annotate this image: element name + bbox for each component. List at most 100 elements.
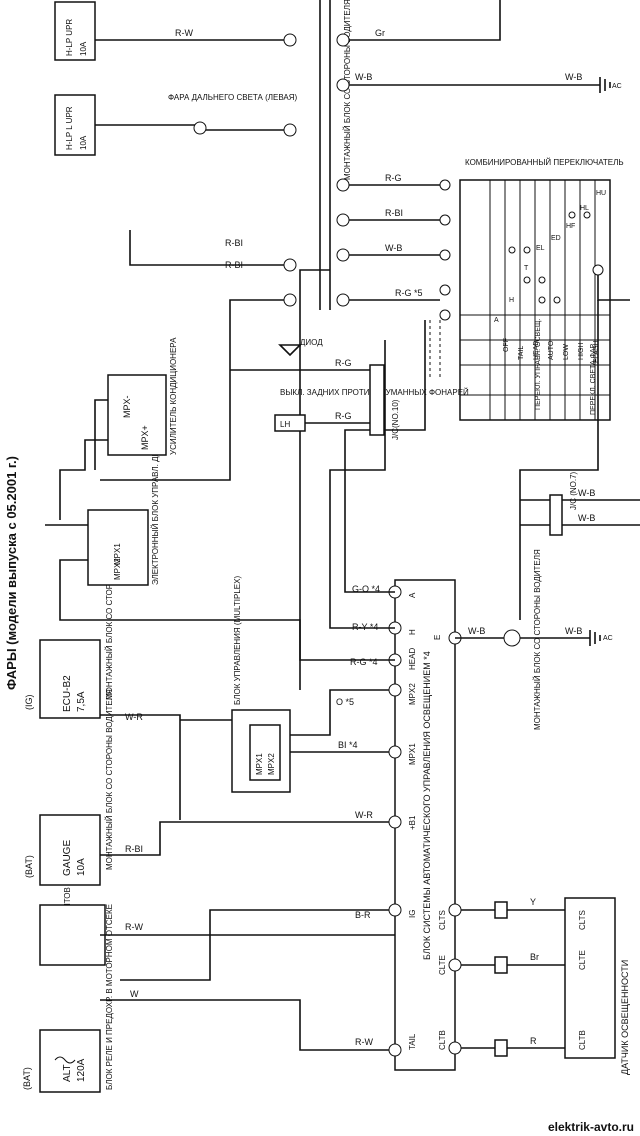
svg-text:CLTB: CLTB — [438, 1030, 447, 1050]
svg-text:BI *4: BI *4 — [338, 740, 358, 750]
svg-text:10A: 10A — [76, 858, 87, 876]
svg-text:CLTE: CLTE — [578, 950, 587, 970]
svg-text:R: R — [530, 1036, 537, 1046]
svg-text:MPX1: MPX1 — [255, 753, 264, 775]
fuse-alt: (BAT) ALT 120A — [22, 1029, 101, 1093]
svg-text:TAIL: TAIL — [408, 1033, 417, 1050]
svg-text:ДАТЧИК ОСВЕЩЕННОСТИ: ДАТЧИК ОСВЕЩЕННОСТИ — [620, 960, 630, 1075]
svg-text:10A: 10A — [79, 41, 88, 56]
svg-text:КОМБИНИРОВАННЫЙ ПЕРЕКЛЮЧАТЕЛЬ: КОМБИНИРОВАННЫЙ ПЕРЕКЛЮЧАТЕЛЬ — [465, 158, 624, 167]
svg-text:GAUGE: GAUGE — [62, 840, 73, 876]
diagram-title: ФАРЫ (модели выпуска с 05.2001 г.) — [4, 456, 19, 690]
ground-ac-top: AC — [599, 77, 622, 93]
jc-10: J/C(NO.10) — [369, 364, 400, 440]
svg-text:CLTS: CLTS — [438, 910, 447, 930]
svg-text:H-LP L UPR: H-LP L UPR — [65, 106, 74, 150]
svg-text:FLASH: FLASH — [593, 340, 600, 363]
svg-text:МОНТАЖНЫЙ БЛОК СО СТОРОНЫ ВОДИ: МОНТАЖНЫЙ БЛОК СО СТОРОНЫ ВОДИТЕЛЯ — [343, 0, 352, 180]
svg-text:H-LP UPR: H-LP UPR — [65, 19, 74, 56]
svg-text:W-R: W-R — [125, 712, 143, 722]
svg-text:J/C(NO.10): J/C(NO.10) — [391, 399, 400, 440]
svg-text:R-G: R-G — [385, 173, 402, 183]
svg-text:TAIL: TAIL — [518, 346, 525, 360]
svg-text:(BAT): (BAT) — [24, 855, 34, 878]
svg-text:W-R: W-R — [355, 810, 373, 820]
svg-text:R-W: R-W — [355, 1037, 373, 1047]
svg-text:OFF: OFF — [503, 338, 510, 352]
svg-text:HEAD: HEAD — [408, 648, 417, 670]
svg-text:G-O *4: G-O *4 — [352, 584, 380, 594]
svg-text:Br: Br — [530, 952, 539, 962]
svg-text:CLTS: CLTS — [578, 910, 587, 930]
svg-text:W: W — [130, 989, 139, 999]
svg-text:R-G: R-G — [335, 411, 352, 421]
svg-text:AUTO: AUTO — [548, 340, 555, 360]
svg-text:A: A — [408, 592, 417, 598]
relay-block-label: БЛОК РЕЛЕ И ПРЕДОХР. В МОТОРНОМ ОТСЕКЕ — [105, 904, 114, 1090]
svg-text:MPX2: MPX2 — [267, 753, 276, 775]
ecu-pins — [388, 585, 462, 1057]
svg-text:W-B: W-B — [468, 626, 485, 636]
footer-site: elektrik-avto.ru — [547, 1120, 634, 1134]
svg-text:MPX-: MPX- — [122, 395, 132, 418]
ac-amplifier: MPX- MPX+ УСИЛИТЕЛЬ КОНДИЦИОНЕРА — [107, 337, 178, 456]
svg-text:W-B: W-B — [385, 243, 402, 253]
svg-text:10A: 10A — [79, 135, 88, 150]
svg-text:ECU-B2: ECU-B2 — [62, 675, 73, 712]
svg-text:MPX1: MPX1 — [113, 543, 122, 565]
svg-text:EL: EL — [536, 245, 545, 252]
multiplex-unit: MPX1 MPX2 БЛОК УПРАВЛЕНИЯ (MULTIPLEX) — [231, 576, 291, 793]
svg-text:120A: 120A — [76, 1058, 87, 1082]
svg-text:CLTB: CLTB — [578, 1030, 587, 1050]
svg-text:H: H — [509, 297, 514, 304]
fuse-gauge: (BAT) GAUGE 10A — [24, 814, 101, 886]
svg-text:MPX1: MPX1 — [408, 743, 417, 765]
svg-text:R-BI: R-BI — [385, 208, 403, 218]
fuse-hlp-upr: H-LP UPR 10A — [54, 1, 96, 61]
svg-text:ФАРА ДАЛЬНЕГО СВЕТА (ЛЕВАЯ): ФАРА ДАЛЬНЕГО СВЕТА (ЛЕВАЯ) — [168, 93, 298, 102]
jc-7: J/C (NO.7) W-B W-B — [519, 471, 640, 620]
svg-text:R-Y *4: R-Y *4 — [352, 622, 378, 632]
light-sensor: CLTB CLTE CLTS ДАТЧИК ОСВЕЩЕННОСТИ — [564, 897, 630, 1075]
auto-light-ecu: БЛОК СИСТЕМЫ АВТОМАТИЧЕСКОГО УПРАВЛЕНИЯ … — [394, 579, 456, 1071]
passenger-junction-label: МОНТАЖНЫЙ БЛОК СО СТОРОНЫ ПАССАЖИРА — [105, 511, 114, 700]
svg-text:HL: HL — [580, 205, 589, 212]
svg-text:R-BI: R-BI — [225, 260, 243, 270]
svg-text:HU: HU — [596, 190, 606, 197]
svg-text:W-B: W-B — [355, 72, 372, 82]
svg-text:AC: AC — [612, 83, 622, 90]
svg-text:LH: LH — [280, 420, 290, 429]
combo-switch: КОМБИНИРОВАННЫЙ ПЕРЕКЛЮЧАТЕЛЬ A H T EL E… — [459, 158, 624, 421]
svg-text:MPX2: MPX2 — [113, 558, 122, 580]
svg-text:AC: AC — [603, 635, 613, 642]
svg-text:H: H — [408, 629, 417, 635]
ground-ac: AC — [589, 630, 613, 646]
svg-text:ЭЛЕКТРОННЫЙ БЛОК УПРАВЛ. ДВИГА: ЭЛЕКТРОННЫЙ БЛОК УПРАВЛ. ДВИГАТЕЛЕМ — [151, 409, 160, 585]
svg-text:B-R: B-R — [355, 910, 371, 920]
svg-text:IG: IG — [408, 910, 417, 918]
svg-text:Y: Y — [530, 897, 536, 907]
svg-text:W-B: W-B — [578, 488, 595, 498]
svg-text:O *5: O *5 — [336, 697, 354, 707]
switch-pins — [439, 179, 604, 321]
svg-text:R-G *5: R-G *5 — [395, 288, 423, 298]
svg-text:+B1: +B1 — [408, 815, 417, 830]
engine-ecu: MPX1 MPX2 ЭЛЕКТРОННЫЙ БЛОК УПРАВЛ. ДВИГА… — [87, 409, 160, 586]
svg-text:R-G: R-G — [335, 358, 352, 368]
svg-text:ДИОД: ДИОД — [300, 338, 323, 347]
svg-text:БЛОК УПРАВЛЕНИЯ (MULTIPLEX): БЛОК УПРАВЛЕНИЯ (MULTIPLEX) — [233, 576, 242, 705]
diode: ДИОД — [278, 338, 323, 357]
svg-text:БЛОК СИСТЕМЫ АВТОМАТИЧЕСКОГО У: БЛОК СИСТЕМЫ АВТОМАТИЧЕСКОГО УПРАВЛЕНИЯ … — [422, 651, 432, 960]
svg-text:MPX2: MPX2 — [408, 683, 417, 705]
svg-text:ПЕРЕКЛ. УПРАВЛ. ОСВЕЩ.: ПЕРЕКЛ. УПРАВЛ. ОСВЕЩ. — [535, 319, 542, 410]
svg-text:R-BI: R-BI — [225, 238, 243, 248]
svg-text:Gr: Gr — [375, 28, 385, 38]
svg-text:T: T — [524, 265, 529, 272]
fuse-hlp-lpr: H-LP L UPR 10A — [54, 94, 96, 156]
svg-text:A: A — [494, 317, 499, 324]
svg-text:HEAD: HEAD — [533, 341, 540, 360]
svg-text:ALT: ALT — [62, 1064, 73, 1082]
svg-text:W-B: W-B — [565, 626, 582, 636]
svg-text:(BAT): (BAT) — [22, 1067, 32, 1090]
